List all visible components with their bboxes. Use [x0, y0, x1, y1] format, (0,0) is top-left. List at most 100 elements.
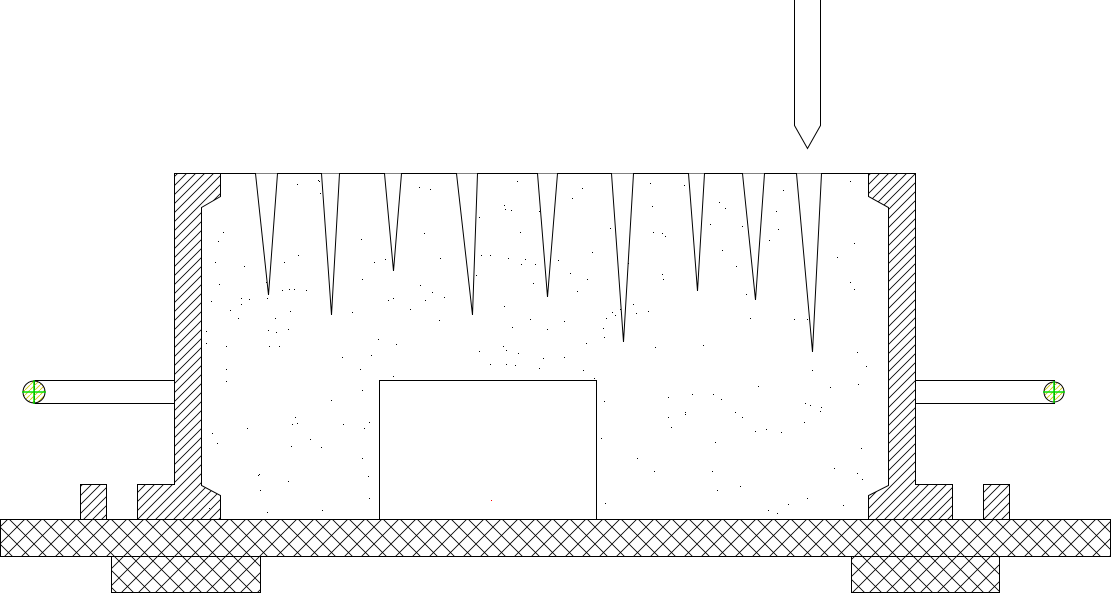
right-wall	[868, 173, 953, 520]
stipple-dot	[721, 399, 722, 400]
stipple-dot	[668, 397, 669, 398]
stipple-dot	[223, 232, 224, 233]
left-handle-rod	[34, 380, 175, 404]
stipple-dot	[291, 446, 292, 447]
stipple-dot	[521, 264, 522, 265]
stipple-dot	[633, 304, 634, 305]
spikes	[255, 173, 822, 353]
stipple-dot	[654, 471, 655, 472]
stipple-dot	[249, 299, 250, 300]
stipple-dot	[226, 346, 227, 347]
spike-2	[321, 173, 340, 316]
stipple-dot	[320, 193, 321, 194]
stipple-dot	[655, 347, 656, 348]
stipple-dot	[758, 386, 759, 387]
stipple-dot	[710, 224, 711, 225]
stipple-dot	[430, 189, 431, 190]
stipple-dot	[858, 384, 859, 385]
stipple-dot	[368, 476, 369, 477]
stipple-dot	[604, 401, 605, 402]
stipple-dot	[547, 329, 548, 330]
stipple-dot	[322, 510, 323, 511]
right-grip-crosshair-icon	[1043, 381, 1065, 403]
stipple-dot	[719, 202, 720, 203]
stipple-dot	[736, 266, 737, 267]
left-wall	[137, 173, 221, 520]
stipple-dot	[652, 206, 653, 207]
spike-3	[384, 173, 402, 272]
stipple-dot	[820, 411, 821, 412]
stipple-dot	[722, 250, 723, 251]
stipple-dot	[267, 512, 268, 513]
stipple-dot	[533, 283, 534, 284]
spike-6	[611, 173, 634, 343]
stipple-dot	[717, 490, 718, 491]
stipple-dot	[282, 290, 283, 291]
stipple-dot	[539, 211, 540, 212]
stipple-dot	[615, 315, 616, 316]
stipple-dot	[783, 190, 784, 191]
stipple-dot	[703, 345, 704, 346]
stipple-dot	[750, 318, 751, 319]
stipple-dot	[279, 346, 280, 347]
stipple-dot	[219, 284, 220, 285]
stipple-dot	[218, 241, 219, 242]
stipple-dot	[215, 262, 216, 263]
stipple-dot	[369, 498, 370, 499]
stipple-dot	[586, 343, 587, 344]
stipple-dot	[362, 390, 363, 391]
spike-7	[688, 173, 705, 292]
red-marker-dot	[491, 500, 492, 501]
stipple-dot	[636, 313, 637, 314]
stipple-dot	[515, 365, 516, 366]
stipple-dot	[685, 414, 686, 415]
stipple-dot	[606, 318, 607, 319]
stipple-dot	[650, 183, 651, 184]
stipple-dot	[603, 328, 604, 329]
stipple-dot	[321, 447, 322, 448]
stipple-dot	[420, 285, 421, 286]
stipple-dot	[226, 369, 227, 370]
stipple-dot	[812, 370, 813, 371]
stipple-dot	[260, 490, 261, 491]
right-handle[interactable]	[915, 380, 1066, 404]
stipple-dot	[854, 243, 855, 244]
stipple-dot	[543, 358, 544, 359]
stipple-dot	[206, 343, 207, 344]
stipple-dot	[289, 289, 290, 290]
stipple-dot	[393, 376, 394, 377]
stipple-dot	[604, 337, 605, 338]
stipple-dot	[668, 417, 669, 418]
stipple-dot	[476, 275, 477, 276]
stipple-dot	[861, 448, 862, 449]
stipple-dot	[570, 273, 571, 274]
stipple-dot	[241, 304, 242, 305]
left-clamp-block	[80, 484, 107, 520]
stipple-dot	[637, 458, 638, 459]
stipple-dot	[684, 185, 685, 186]
stipple-dot	[298, 255, 299, 256]
stipple-dot	[490, 364, 491, 365]
left-handle[interactable]	[22, 380, 175, 404]
stipple-dot	[740, 486, 741, 487]
stipple-dot	[592, 252, 593, 253]
stipple-dot	[212, 433, 213, 434]
stipple-dot	[517, 181, 518, 182]
spike-4	[456, 173, 478, 316]
stipple-dot	[610, 228, 611, 229]
stipple-dot	[506, 350, 507, 351]
stipple-dot	[319, 181, 320, 182]
stipple-dot	[504, 205, 505, 206]
stipple-dot	[244, 266, 245, 267]
stipple-dot	[268, 330, 269, 331]
stipple-dot	[360, 369, 361, 370]
spike-1	[255, 173, 278, 296]
stipple-dot	[352, 312, 353, 313]
stipple-dot	[582, 188, 583, 189]
stipple-dot	[241, 298, 242, 299]
stipple-dot	[830, 387, 831, 388]
stipple-dot	[297, 423, 298, 424]
stipple-dot	[525, 259, 526, 260]
stipple-dot	[854, 289, 855, 290]
